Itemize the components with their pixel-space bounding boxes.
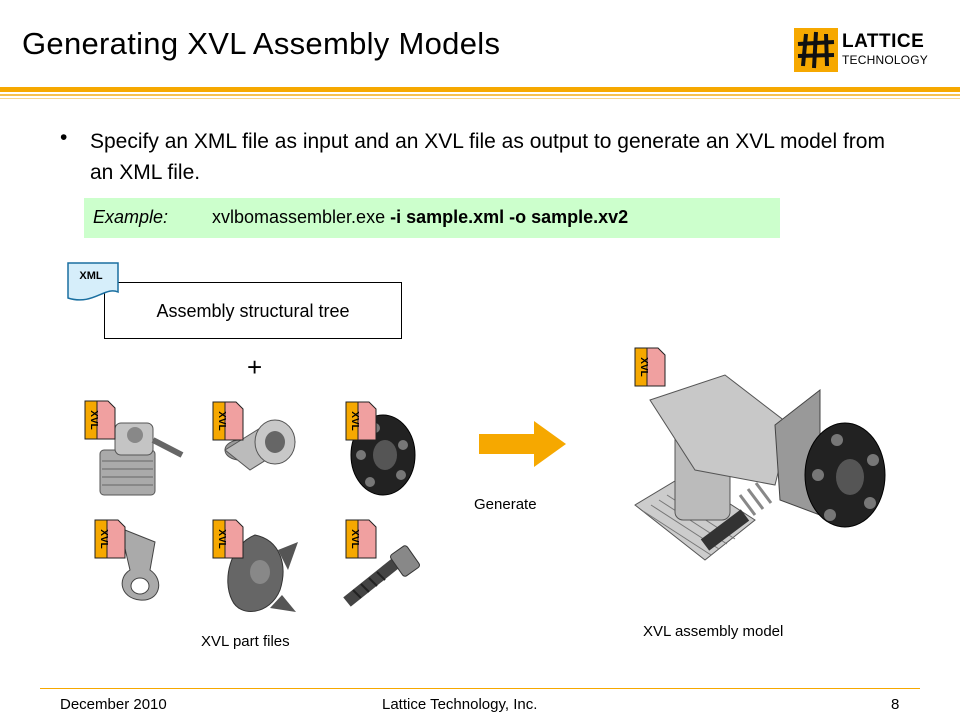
- xvl-file-icon: XVL: [212, 401, 244, 446]
- xvl-file-icon: XVL: [94, 519, 126, 564]
- bullet-marker: •: [60, 126, 68, 149]
- part-screw: [335, 540, 425, 615]
- xvl-file-tag: XVL: [98, 529, 109, 548]
- generate-label: Generate: [474, 496, 537, 513]
- assembly-tree-box: Assembly structural tree: [104, 282, 402, 339]
- xvl-file-tag: XVL: [349, 411, 360, 430]
- footer-date: December 2010: [60, 696, 167, 713]
- xml-file-icon: XML: [67, 262, 119, 304]
- xvl-file-icon: XVL: [345, 519, 377, 564]
- assembly-label: XVL assembly model: [643, 623, 784, 640]
- part-engine-block: [80, 395, 190, 515]
- xvl-file-icon: XVL: [84, 400, 116, 445]
- xvl-file-icon: XVL: [634, 347, 666, 392]
- xvl-file-tag: XVL: [88, 410, 99, 429]
- xvl-file-tag: XVL: [638, 357, 649, 376]
- example-executable: xvlbomassembler.exe: [212, 207, 391, 227]
- xvl-file-tag: XVL: [216, 529, 227, 548]
- footer-company: Lattice Technology, Inc.: [382, 696, 538, 713]
- footer-page-number: 8: [891, 696, 900, 713]
- logo-text-primary: LATTICE: [842, 31, 925, 52]
- company-logo: LATTICE TECHNOLOGY: [794, 28, 934, 72]
- arrow-right-icon: [478, 420, 568, 473]
- example-box: Example: xvlbomassembler.exe -i sample.x…: [84, 198, 780, 238]
- logo-text-secondary: TECHNOLOGY: [842, 53, 929, 67]
- footer-rule: [40, 688, 920, 689]
- part-bracket: [95, 520, 175, 610]
- header-rule-thin: [0, 94, 960, 96]
- assembly-model-image: [615, 355, 900, 590]
- xvl-file-icon: XVL: [345, 401, 377, 446]
- example-label: Example:: [93, 207, 169, 227]
- assembly-tree-label: Assembly structural tree: [156, 301, 350, 321]
- xvl-file-tag: XVL: [349, 529, 360, 548]
- part-cylinder: [210, 400, 300, 495]
- example-arguments: -i sample.xml -o sample.xv2: [390, 207, 629, 227]
- example-command: xvlbomassembler.exe -i sample.xml -o sam…: [212, 207, 628, 228]
- plus-sign: +: [247, 352, 263, 382]
- bullet-text: Specify an XML file as input and an XVL …: [90, 130, 885, 184]
- parts-label: XVL part files: [201, 633, 290, 650]
- xml-file-tag: XML: [79, 270, 103, 282]
- header-rule: [0, 87, 960, 92]
- header-rule-hairline: [0, 98, 960, 99]
- slide-title: Generating XVL Assembly Models: [22, 26, 501, 61]
- xvl-file-tag: XVL: [216, 411, 227, 430]
- xvl-file-icon: XVL: [212, 519, 244, 564]
- lattice-logo-icon: [794, 28, 838, 72]
